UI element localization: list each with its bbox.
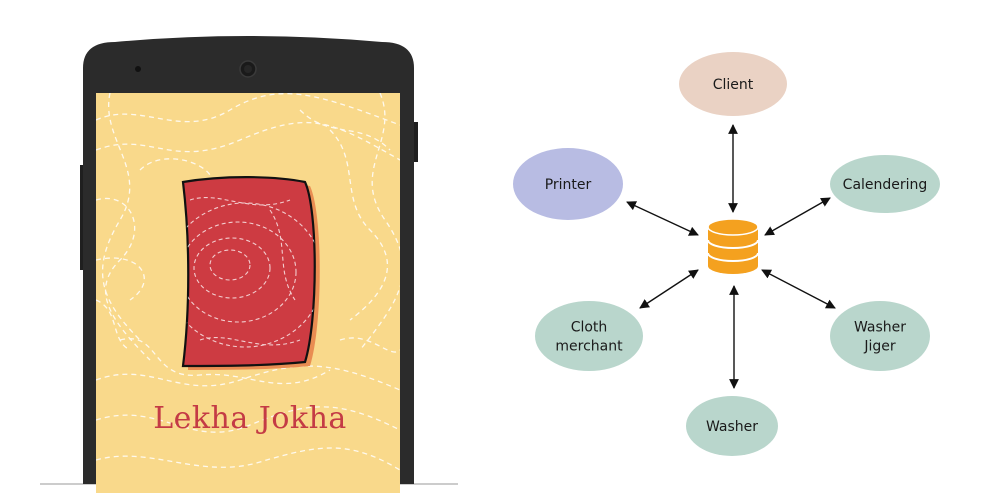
node-shape-cloth-merchant <box>535 301 643 371</box>
connectors <box>626 124 836 389</box>
node-label-washer-jiger: Jiger <box>863 339 896 355</box>
node-label-cloth-merchant: Cloth <box>571 320 608 336</box>
phone-side-button-left <box>80 165 85 270</box>
arrow-printer <box>626 201 699 236</box>
node-shape-printer <box>513 148 623 220</box>
logo-pattern <box>183 197 315 348</box>
app-logo <box>181 176 316 368</box>
node-shape-washer-jiger <box>830 301 930 371</box>
node-printer: Printer <box>513 148 623 220</box>
node-label-washer-jiger: Washer <box>854 320 906 336</box>
node-calendering: Calendering <box>830 155 940 213</box>
node-shape-washer <box>686 396 778 456</box>
arrow-washer-jiger <box>761 269 836 309</box>
arrow-calendering <box>764 197 831 236</box>
phone-side-button-right <box>412 122 418 162</box>
node-washer: Washer <box>686 396 778 456</box>
thread-pattern <box>96 93 400 471</box>
node-label-client: Client <box>713 77 754 93</box>
arrow-cloth-merchant <box>639 269 699 309</box>
hub-diagram: ClientCalenderingWasherJigerWasherClothm… <box>513 52 940 456</box>
node-shape-client <box>679 52 787 116</box>
app-title: Lekha Jokha <box>153 401 347 436</box>
node-cloth-merchant: Cloth merchant <box>535 301 643 371</box>
node-label-calendering: Calendering <box>843 177 928 193</box>
node-client: Client <box>679 52 787 116</box>
diagram-nodes: ClientCalenderingWasherJigerWasherClothm… <box>513 52 940 456</box>
phone-mockup: Lekha Jokha <box>40 36 458 493</box>
node-label-cloth-merchant: merchant <box>555 339 623 355</box>
node-shape-calendering <box>830 155 940 213</box>
phone-speaker-inner <box>244 65 252 73</box>
node-label-washer: Washer <box>706 419 758 435</box>
database-icon <box>707 218 759 274</box>
node-label-printer: Printer <box>545 177 592 193</box>
phone-camera-dot <box>135 66 141 72</box>
